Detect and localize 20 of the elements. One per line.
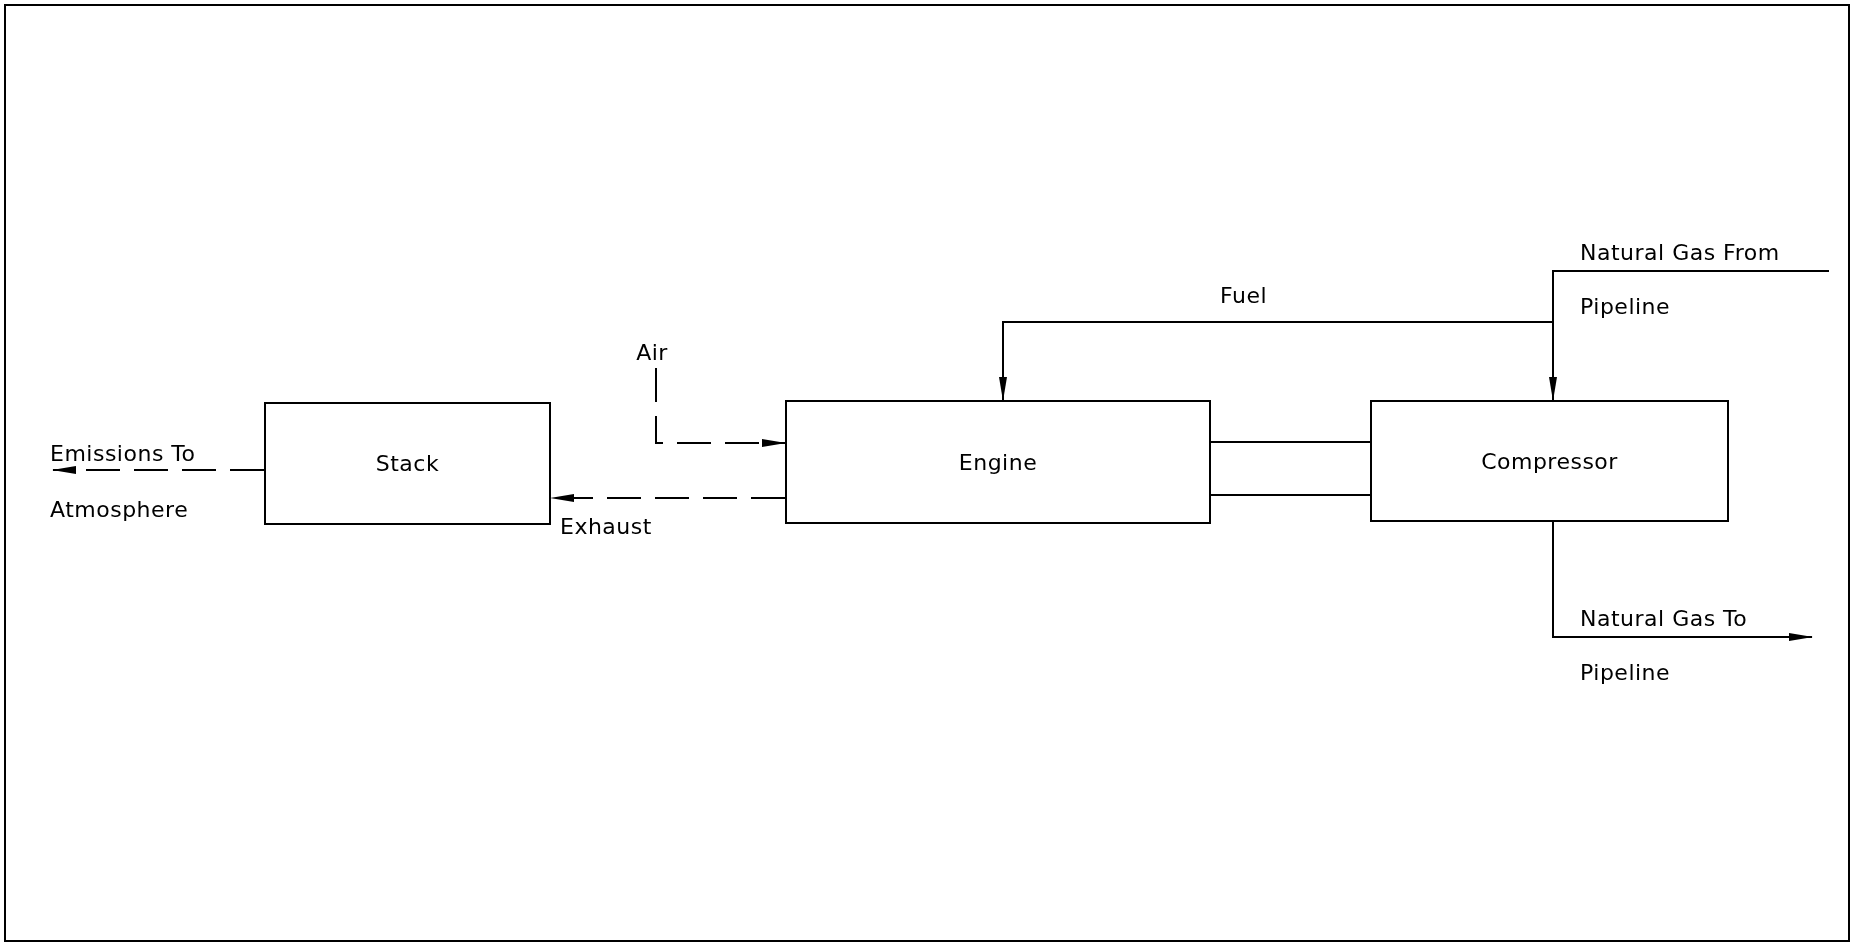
edge-label: Emissions To Atmosphere (50, 440, 197, 524)
flow-arrow (999, 321, 1554, 401)
flow-arrow (655, 367, 786, 447)
process-box (785, 400, 1211, 524)
stream-label: Air (622, 336, 682, 368)
edge-label: Fuel (1220, 282, 1269, 310)
edge-label: Exhaust (560, 513, 653, 541)
box-label: Engine (958, 449, 1038, 475)
flow-arrow (52, 466, 265, 474)
box-label: Compressor (1481, 448, 1618, 474)
connector-line (1210, 441, 1371, 443)
connector-line (1210, 494, 1371, 496)
box-label: Stack (375, 451, 440, 476)
flow-arrow (1549, 270, 1830, 401)
process-box (1370, 400, 1729, 522)
edge-label: Natural Gas To Pipeline (1580, 605, 1749, 687)
edge-label: Natural Gas From Pipeline (1580, 239, 1781, 321)
process-box (264, 402, 551, 525)
flow-arrow (1552, 521, 1813, 641)
flow-arrow (550, 494, 786, 502)
